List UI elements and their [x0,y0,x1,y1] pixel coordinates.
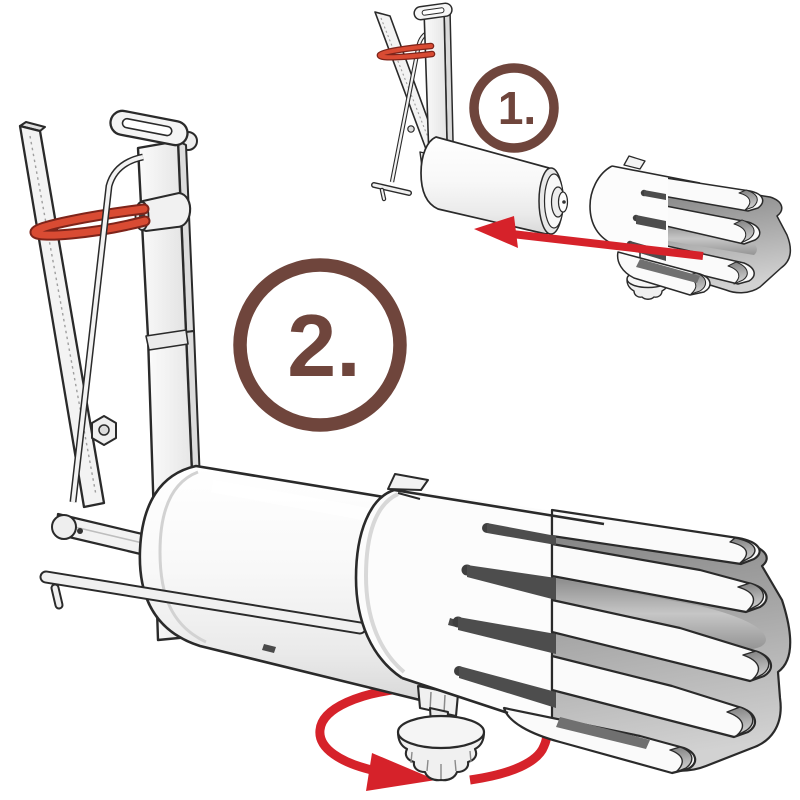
finger-1-tip [729,537,756,564]
cylinder-body [138,464,422,702]
sleeve-rim [354,488,403,680]
sleeve-tab-notch [397,492,421,500]
step-2-ring [233,258,407,432]
pivot [51,514,77,540]
slot-slit [487,523,556,545]
cylinder-rim-highlight [158,470,207,644]
rotation-arc-left [315,683,411,776]
sleeve-top-edge [611,165,701,184]
step-1-ring [469,63,559,153]
step-1-badge: 1. [469,63,559,153]
sleeve-rim [589,165,616,246]
slot-slit [644,190,666,200]
top-loop-slot [421,7,445,16]
slot-slit [467,565,556,600]
step-2-badge: 2. [233,258,407,432]
sleeve-bell [356,488,560,724]
step-2-main: 2. [18,109,792,791]
top-loop-slot [121,117,173,137]
hex-nut-center [98,424,110,436]
cylinder-small [420,136,569,235]
foot-stub [52,585,62,608]
finger-4-tip [726,706,754,737]
step-1-inset: 1. [371,2,792,300]
sleeve-bottom-edge [401,676,509,715]
finger-5-tip [669,746,693,773]
post-upper [136,139,188,339]
sleeve-top-edge [393,488,605,526]
slot-slit [636,215,666,230]
foot-bar [372,183,411,195]
post-joggle [145,329,189,351]
foot-assembly [39,570,367,635]
foot-bar [41,572,365,633]
arrow-head [474,216,518,248]
step-1-number: 1. [498,82,536,134]
cylinder-body [420,136,559,235]
slot-slit [459,666,556,708]
foot-stub [381,189,385,200]
sleeve-rim-shade [364,492,406,674]
insert-direction-arrow-icon [474,216,704,260]
knurl-lines [410,750,472,779]
cylinder-seam-notch [262,644,276,653]
frame-rod [71,155,144,503]
sleeve-bell [590,166,668,258]
thumbscrew-knob-top [396,714,486,750]
rotation-arrow-head [366,753,436,791]
shaft-hole [562,200,566,204]
sleeve-core [552,578,766,650]
finger-2-tip [737,582,765,612]
pivot-pin [77,528,83,534]
sleeve-tab [623,155,646,170]
frame-nut [407,125,415,133]
sleeve-tab [387,473,429,491]
cylinder-large [138,464,422,702]
finger-1 [639,173,764,212]
finger-2 [639,200,761,245]
finger-4-inner-strip [636,259,700,283]
step-2-number: 2. [287,296,360,395]
hand-grip [377,44,434,60]
slot-slit [458,617,556,654]
thumbscrew-large [396,684,486,782]
finger-3-tip [742,650,770,681]
finger-2-tip [733,219,755,244]
clamp-sleeve-large [354,473,792,775]
hand-grip [31,205,149,239]
arrow-shaft [511,230,704,260]
finger-5-inner-strip [556,717,650,749]
clamp-sleeve-small [589,155,792,296]
bar-hatching [29,135,97,496]
finger-3-tip [727,261,748,285]
finger-1-tip [738,189,758,211]
